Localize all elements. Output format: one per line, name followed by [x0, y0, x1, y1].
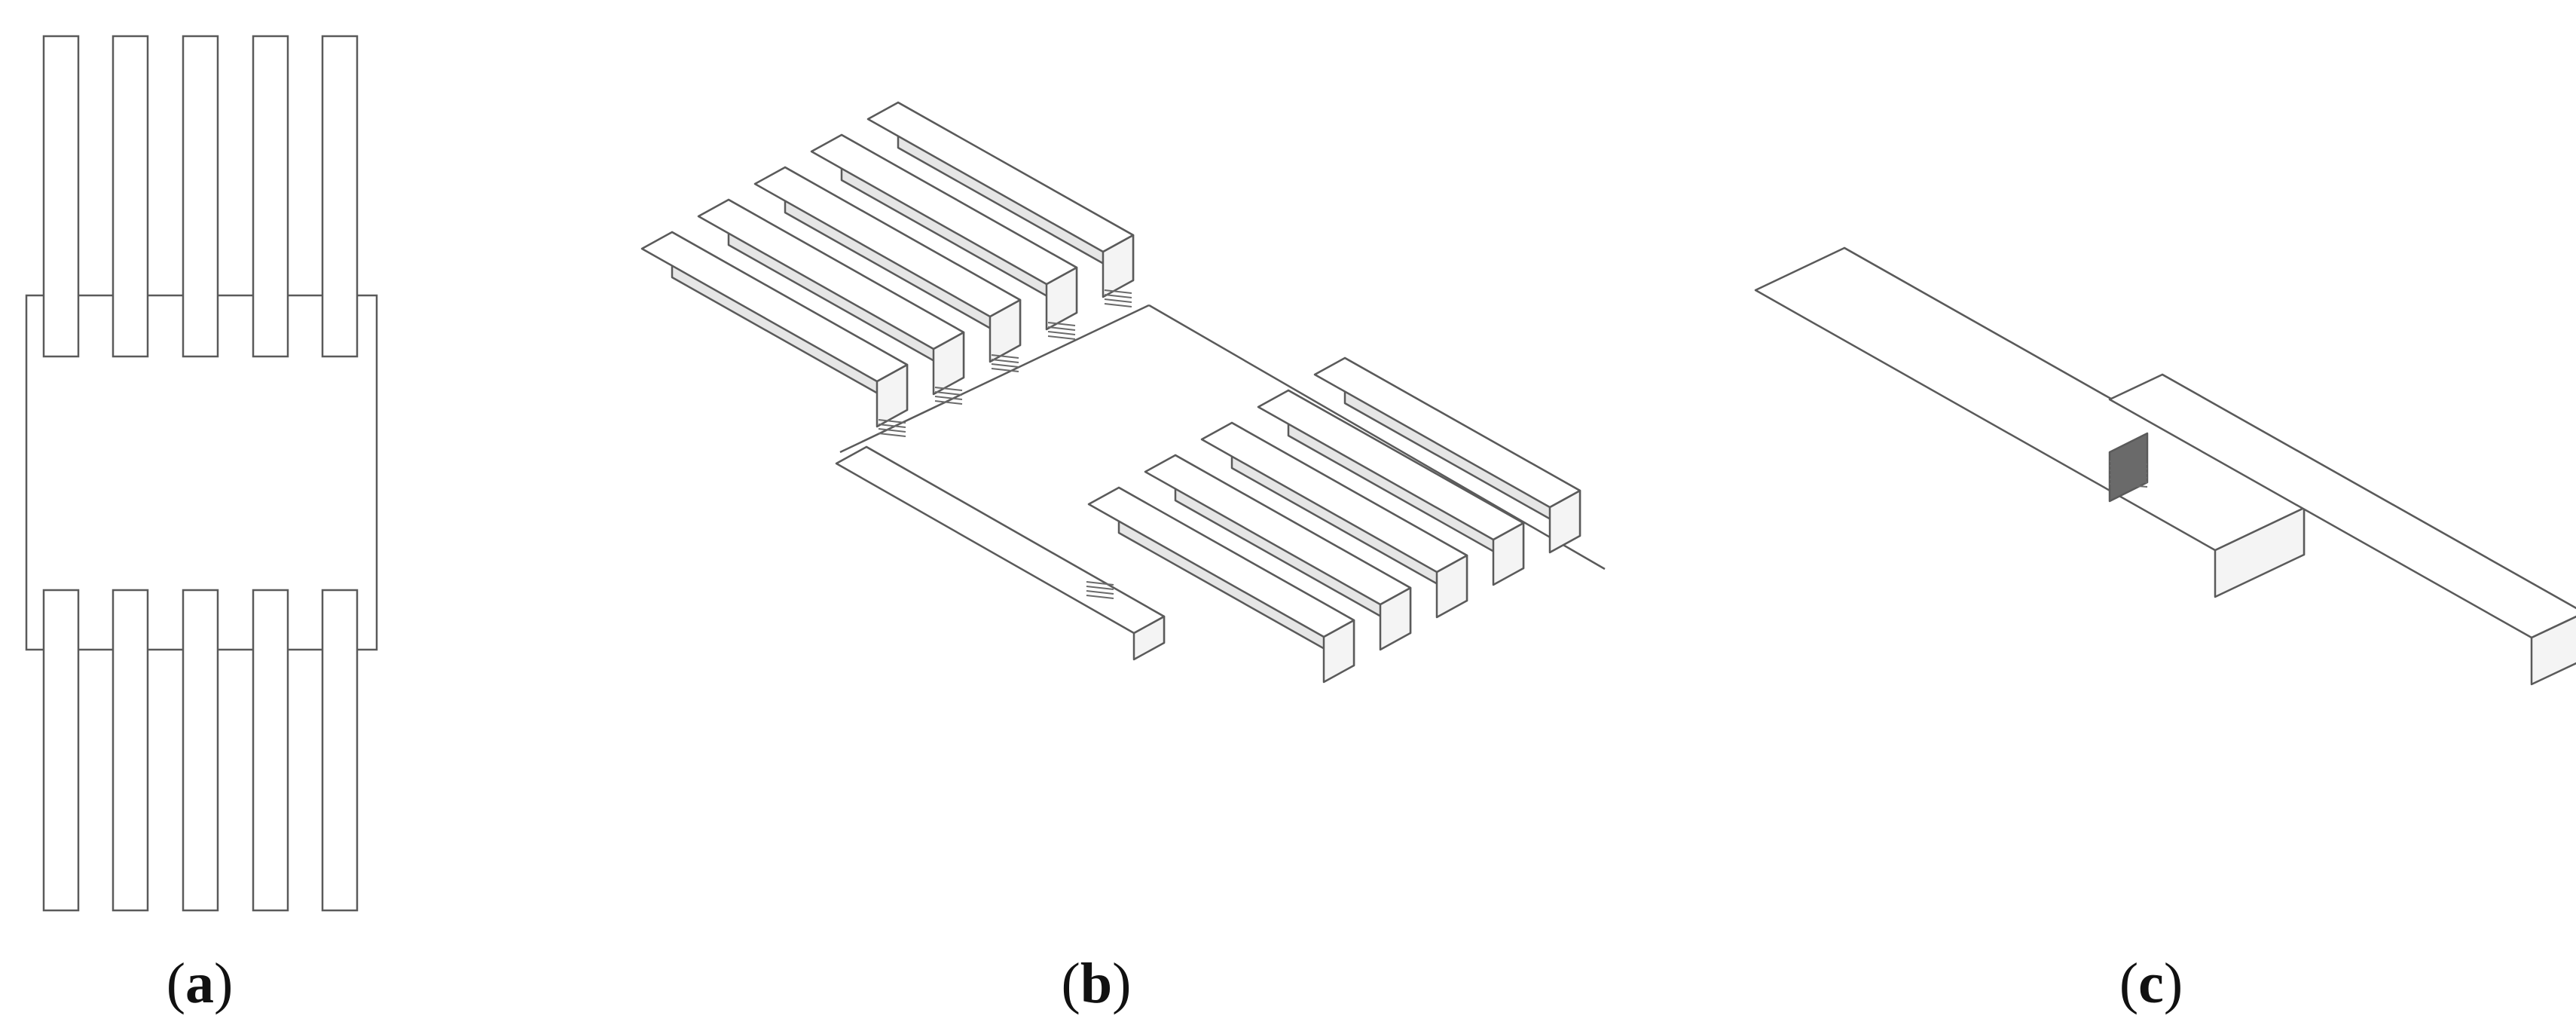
panel-c-isometric-single-turn [1754, 246, 2576, 686]
plan-top-finger [42, 35, 80, 358]
bar-top-face [1257, 389, 1525, 541]
gap-layer-line [1047, 331, 1076, 335]
plan-bottom-finger [252, 589, 289, 912]
panel-a-caption-letter: a [185, 952, 214, 1015]
bar-top-face [697, 198, 965, 350]
bar-top-face [1754, 246, 2306, 552]
gap-layer-line [2109, 460, 2148, 465]
bar-top-face [640, 231, 909, 383]
gap-layer-line [1086, 590, 1114, 595]
gap-layer-line [1047, 322, 1076, 326]
upper-finger-bar [697, 198, 965, 396]
plan-bottom-finger [112, 589, 149, 912]
gap-layer-line [1104, 294, 1132, 298]
upper-finger-bar [810, 133, 1078, 331]
gap-layer-line [878, 428, 906, 433]
connector-rail-front [835, 445, 1166, 661]
gap-layer-line [991, 359, 1019, 363]
upper-finger-bar [866, 101, 1135, 298]
bar-top-face [2108, 373, 2576, 639]
plan-top-finger [182, 35, 219, 358]
bar-top-face [753, 166, 1022, 318]
gap-layer-line [934, 391, 963, 396]
plan-bottom-finger [42, 589, 80, 912]
lower-finger-bar [1087, 486, 1355, 684]
gap-layer-line [1104, 289, 1132, 294]
lower-finger-bar [1144, 454, 1412, 651]
gap-layer-line [2109, 483, 2148, 488]
bar-top-face [1144, 454, 1412, 606]
panel-b-caption-letter: b [1080, 952, 1113, 1015]
gap-layer-line [878, 433, 906, 437]
bar-top-face [1313, 356, 1581, 509]
lower-finger-bar [1200, 421, 1468, 619]
bar-top-face [1200, 421, 1468, 574]
gap-layer-line [1086, 581, 1114, 586]
gap-layer-line [1104, 303, 1132, 307]
plan-bottom-finger [182, 589, 219, 912]
gap-layer-line [1104, 298, 1132, 303]
panel-c-caption-open: ( [2119, 952, 2139, 1015]
single-turn-upper-bar [2108, 373, 2576, 686]
bar-top-face [866, 101, 1135, 253]
panel-c-caption-letter: c [2138, 952, 2164, 1015]
gap-layer-line [1086, 595, 1114, 599]
gap-layer-line [991, 354, 1019, 359]
panel-a-caption-open: ( [166, 952, 185, 1015]
gap-layer-line [934, 400, 963, 405]
panel-a-caption: (a) [87, 946, 313, 1021]
upper-finger-gap-stack [1104, 289, 1132, 307]
upper-finger-gap-stack [1047, 322, 1076, 340]
bar-top-face [1087, 486, 1355, 638]
gap-layer-line [934, 387, 963, 391]
gap-layer-line [2109, 479, 2148, 483]
plan-bottom-finger [321, 589, 359, 912]
gap-layer-line [878, 424, 906, 428]
gap-layer-line [991, 363, 1019, 368]
lower-finger-bar [1257, 389, 1525, 586]
plan-top-finger [252, 35, 289, 358]
gap-layer-line [1086, 586, 1114, 590]
upper-finger-gap-stack [991, 354, 1019, 372]
gap-layer-line [934, 396, 963, 400]
gap-layer-line [1047, 335, 1076, 340]
bar-top-face [810, 133, 1078, 286]
plate-outline-edge-back [839, 304, 1150, 454]
panel-b-caption: (b) [983, 946, 1209, 1021]
plan-top-finger [112, 35, 149, 358]
panel-b-caption-open: ( [1061, 952, 1080, 1015]
lower-finger-gap-stack [1086, 581, 1114, 599]
upper-finger-gap-stack [878, 419, 906, 437]
plan-top-finger [321, 35, 359, 358]
panel-a-caption-close: ) [214, 952, 234, 1015]
lower-finger-bar [1313, 356, 1581, 554]
gap-layer-line [878, 419, 906, 424]
gap-layer-line [2109, 470, 2148, 474]
panel-b-isometric-coil [640, 101, 1606, 684]
gap-layer-line [991, 368, 1019, 372]
gap-layer-line [2109, 465, 2148, 470]
single-turn-gap-stack [2109, 460, 2148, 488]
panel-c-caption-close: ) [2163, 952, 2183, 1015]
panel-b-caption-close: ) [1112, 952, 1132, 1015]
panel-c-caption: (c) [2038, 946, 2264, 1021]
gap-layer-line [2109, 474, 2148, 479]
bar-top-face [835, 445, 1166, 635]
upper-finger-bar [753, 166, 1022, 363]
single-turn-lower-bar [1754, 246, 2306, 598]
upper-finger-bar [640, 231, 909, 428]
panel-a-plan-view [25, 35, 378, 912]
upper-finger-gap-stack [934, 387, 963, 405]
plate-outline-edge [1148, 304, 1606, 571]
gap-layer-line [1047, 326, 1076, 331]
